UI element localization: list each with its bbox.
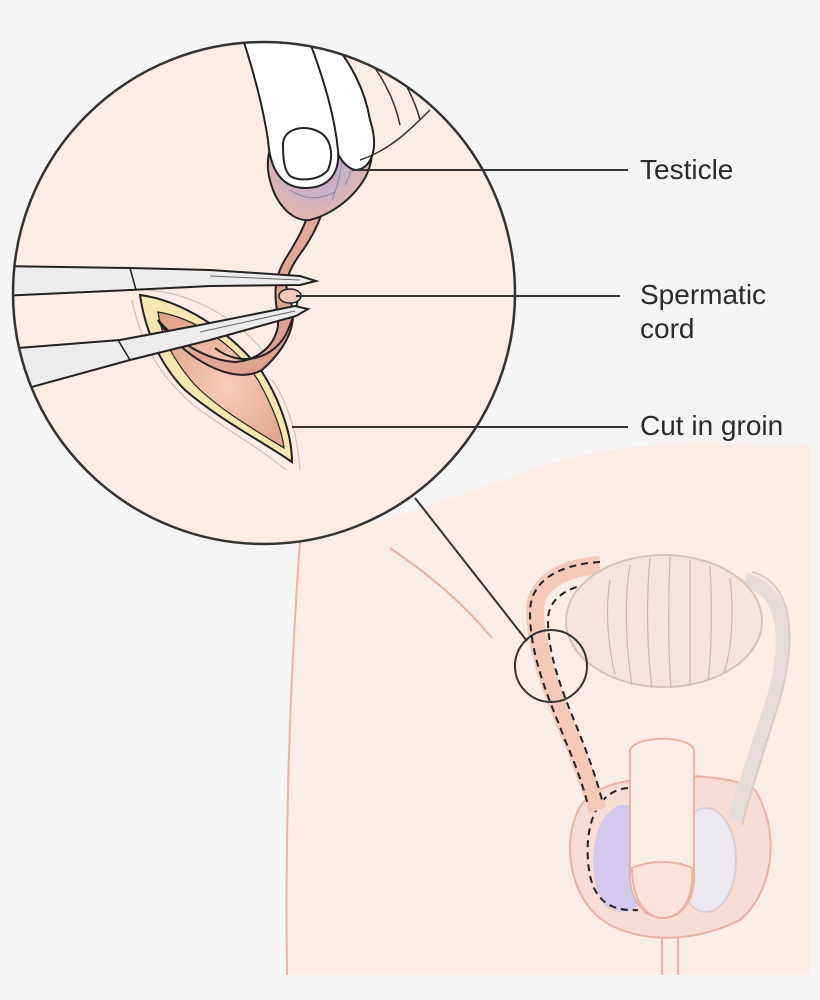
forceps-lower-joint (117, 339, 131, 361)
label-spermatic-cord-line1: Spermatic (640, 279, 767, 310)
label-testicle-text: Testicle (640, 154, 734, 185)
forceps-upper (13, 264, 320, 298)
body-figure (285, 443, 810, 976)
left-testicle-dashed-outline (586, 787, 639, 912)
cord-dash-outer (528, 561, 601, 806)
groin-site-marker (514, 629, 588, 703)
groin-crease (389, 547, 493, 639)
magnified-border (11, 40, 517, 546)
magnified-background (13, 42, 515, 544)
zoom-connector-line (414, 497, 528, 642)
magnified-view (11, 40, 517, 546)
penis-glans (630, 861, 694, 920)
wound-edge-lines (131, 289, 301, 471)
forceps-lower-ridge (199, 310, 296, 333)
right-cord-outline (741, 571, 791, 826)
right-cord (728, 573, 790, 822)
body-left-contour (285, 539, 301, 976)
label-spermatic-cord-line2: cord (640, 313, 695, 344)
bladder-striations (606, 556, 733, 689)
label-testicle: Testicle (640, 153, 733, 187)
bladder (565, 554, 763, 688)
label-spermatic-cord: Spermatic cord (640, 278, 766, 346)
label-cut-in-groin-text: Cut in groin (640, 410, 784, 441)
forceps-upper-joint (129, 267, 137, 291)
label-cut-in-groin: Cut in groin (640, 409, 783, 443)
thumbnail (281, 127, 333, 181)
spermatic-cord-tube (525, 556, 607, 814)
forceps-upper-ridge (209, 275, 301, 281)
forceps-lower (16, 304, 311, 390)
